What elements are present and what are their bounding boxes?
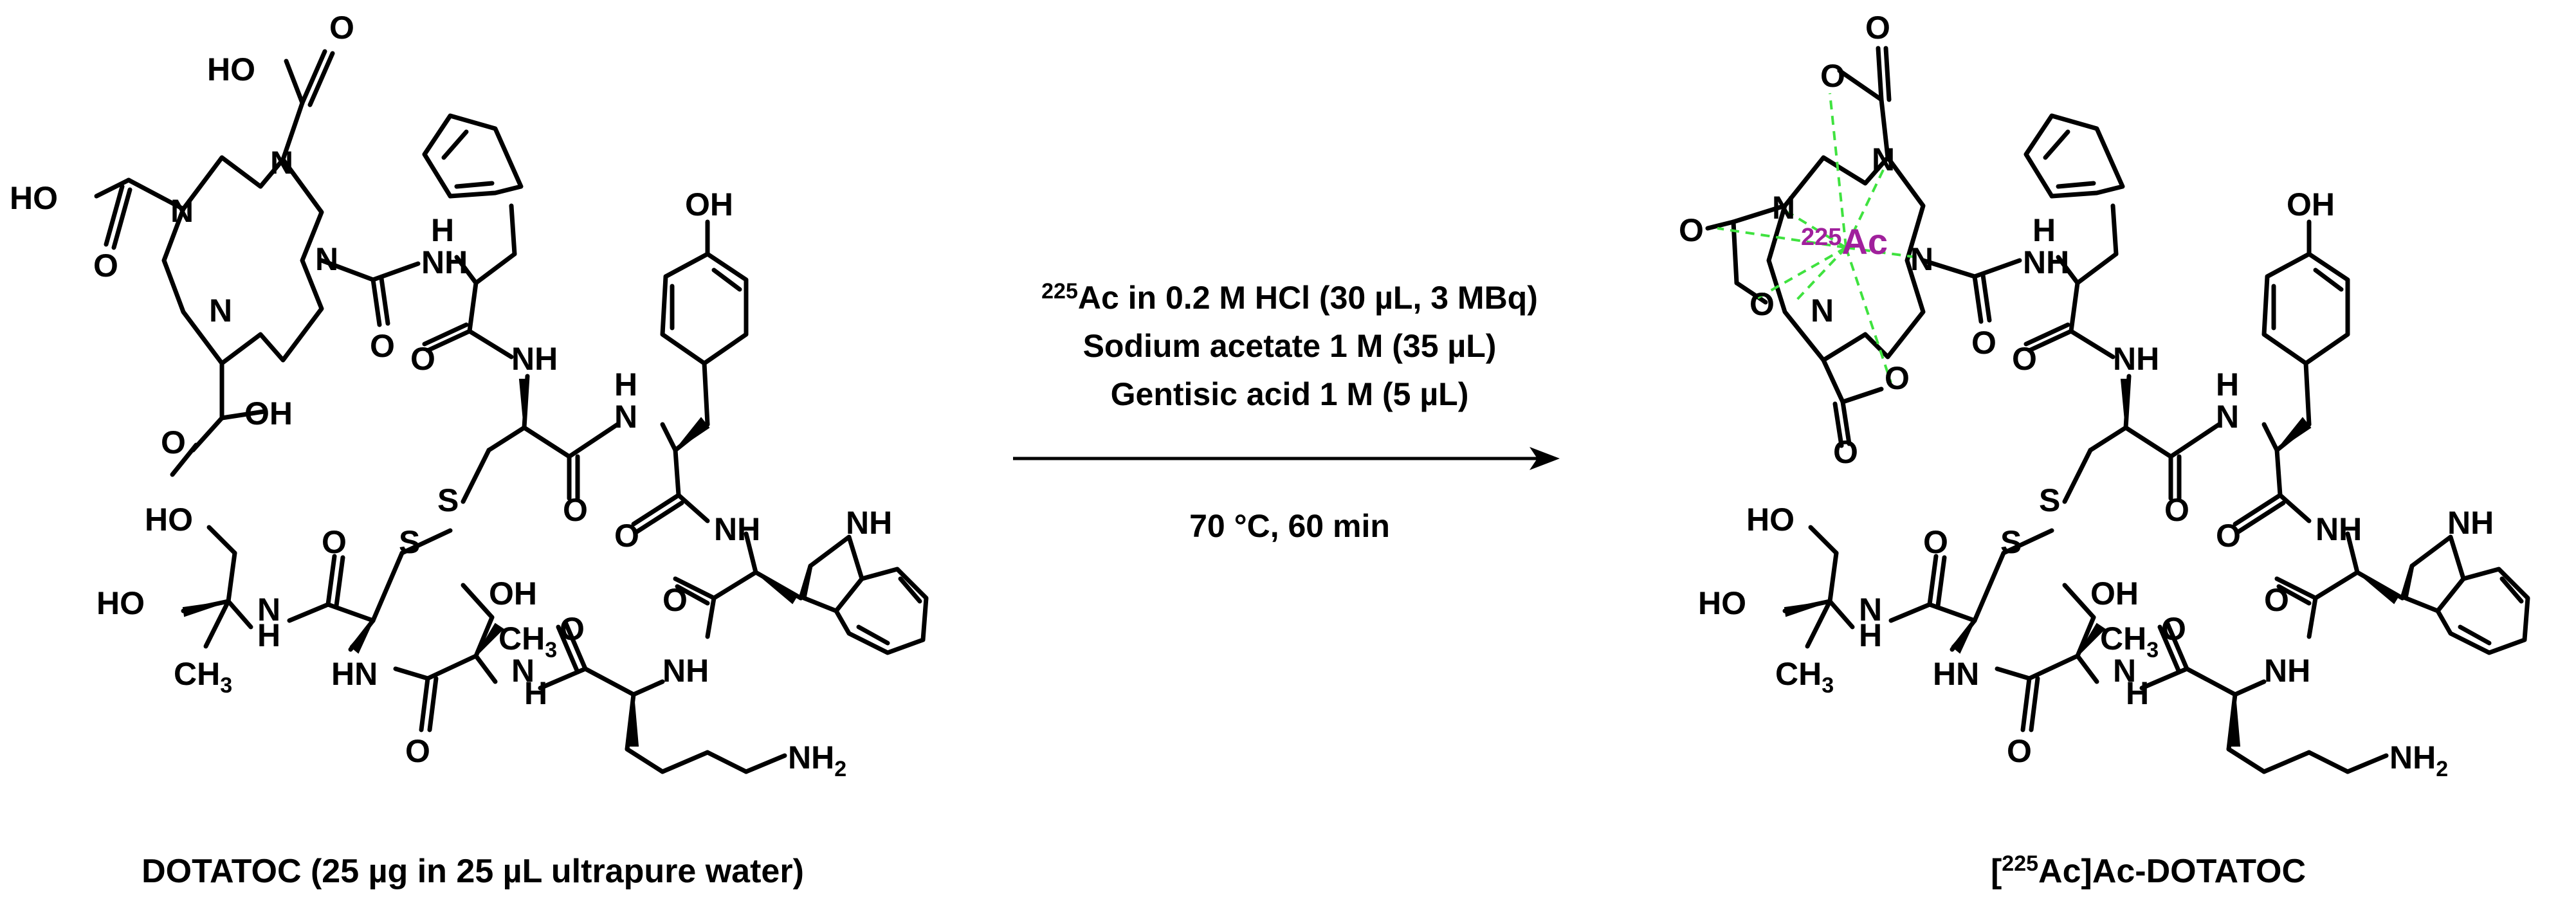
atom-N: N	[209, 293, 232, 329]
atom-O: O	[2007, 733, 2032, 769]
atom-NH: NH	[662, 653, 709, 689]
reactant-structure: HO O HO O N N N N O OH O NH H O NH OH H …	[10, 10, 929, 781]
atom-N: N	[257, 592, 280, 628]
atom-NH: NH	[2316, 511, 2362, 547]
reactant-wedges	[182, 379, 799, 747]
actinium-225-center: 225Ac	[1801, 221, 1888, 262]
atom-OH: OH	[2287, 186, 2335, 222]
atom-NH: NH	[714, 511, 760, 547]
atom-HO: HO	[145, 502, 193, 538]
atom-O: O	[1971, 325, 1996, 361]
atom-N: N	[614, 399, 637, 435]
condition-line-2: Sodium acetate 1 M (35 µL)	[1083, 328, 1497, 364]
atom-NH: NH	[2023, 244, 2069, 280]
atom-OH: OH	[489, 576, 537, 612]
atom-O: O	[563, 492, 588, 528]
atom-CH3: CH3	[1775, 656, 1834, 698]
atom-H: H	[2126, 675, 2149, 711]
atom-H: H	[524, 675, 547, 711]
atom-H: H	[431, 212, 454, 248]
atom-O: O	[560, 611, 585, 647]
atom-H: H	[257, 617, 280, 653]
atom-S: S	[2039, 482, 2060, 518]
atom-HN: HN	[331, 656, 378, 692]
atom-O: O	[2012, 341, 2037, 377]
atom-N: N	[270, 145, 293, 181]
atom-CH3: CH3	[498, 621, 557, 662]
atom-O: O	[322, 524, 347, 560]
atom-CH3: CH3	[174, 656, 232, 698]
product-structure: O O N N N N O O O O 225Ac O NH H O NH OH…	[1679, 10, 2530, 781]
product-wedges	[1784, 379, 2400, 747]
atom-S: S	[2000, 524, 2022, 560]
atom-N: N	[2216, 399, 2239, 435]
product-caption: [225Ac]Ac-DOTATOC	[1991, 851, 2306, 890]
atom-O: O	[1749, 286, 1775, 322]
atom-H: H	[2216, 367, 2239, 403]
atom-N: N	[1811, 293, 1834, 329]
product-atom-labels: O O N N N N O O O O 225Ac O NH H O NH OH…	[1679, 10, 2494, 781]
condition-line-1: 225Ac in 0.2 M HCl (30 µL, 3 MBq)	[1041, 279, 1538, 316]
atom-HO: HO	[1746, 502, 1795, 538]
reaction-arrow-head	[1530, 447, 1560, 470]
atom-NH2: NH2	[788, 740, 846, 781]
atom-NH: NH	[2447, 505, 2494, 541]
atom-NH: NH	[2264, 653, 2310, 689]
atom-O: O	[2164, 492, 2189, 528]
coordination-bonds	[1717, 93, 1917, 383]
atom-N: N	[170, 193, 194, 229]
atom-O: O	[614, 518, 639, 554]
atom-NH2: NH2	[2389, 740, 2448, 781]
atom-H: H	[614, 367, 637, 403]
atom-OH: OH	[685, 186, 733, 222]
atom-N: N	[315, 241, 338, 277]
atom-O: O	[161, 424, 186, 460]
atom-O: O	[1820, 58, 1845, 94]
atom-HO: HO	[207, 51, 255, 87]
atom-O: O	[1833, 434, 1858, 470]
atom-O: O	[2161, 611, 2186, 647]
atom-NH: NH	[511, 341, 558, 377]
atom-O: O	[662, 582, 688, 618]
atom-O: O	[329, 10, 354, 46]
atom-O: O	[2264, 582, 2289, 618]
atom-NH: NH	[2113, 341, 2159, 377]
atom-O: O	[370, 328, 395, 364]
atom-O: O	[1923, 524, 1948, 560]
atom-O: O	[1885, 360, 1910, 396]
atom-H: H	[2032, 212, 2056, 248]
reactant-caption: DOTATOC (25 µg in 25 µL ultrapure water)	[142, 853, 804, 890]
atom-HN: HN	[1933, 656, 1979, 692]
atom-HO: HO	[1698, 585, 1746, 621]
atom-OH: OH	[244, 395, 293, 431]
atom-O: O	[93, 248, 118, 284]
atom-H: H	[1859, 617, 1882, 653]
atom-N: N	[1772, 190, 1795, 226]
atom-O: O	[1679, 212, 1704, 248]
atom-O: O	[405, 733, 430, 769]
atom-NH: NH	[846, 505, 892, 541]
atom-N: N	[2113, 653, 2136, 689]
atom-N: N	[511, 653, 534, 689]
reaction-arrow-group: 225Ac in 0.2 M HCl (30 µL, 3 MBq) Sodium…	[1013, 279, 1560, 544]
atom-N: N	[1872, 141, 1895, 177]
atom-CH3: CH3	[2100, 621, 2159, 662]
atom-HO: HO	[96, 585, 145, 621]
atom-NH: NH	[421, 244, 468, 280]
atom-S: S	[399, 524, 420, 560]
atom-HO: HO	[10, 180, 58, 216]
atom-OH: OH	[2090, 576, 2139, 612]
condition-line-4: 70 °C, 60 min	[1189, 508, 1390, 544]
atom-S: S	[437, 482, 459, 518]
atom-N: N	[1910, 241, 1933, 277]
atom-O: O	[1865, 10, 1890, 46]
condition-line-3: Gentisic acid 1 M (5 µL)	[1111, 376, 1469, 412]
atom-N: N	[1859, 592, 1882, 628]
reactant-atom-labels: HO O HO O N N N N O OH O NH H O NH OH H …	[10, 10, 892, 781]
atom-O: O	[2216, 518, 2241, 554]
atom-O: O	[410, 341, 435, 377]
